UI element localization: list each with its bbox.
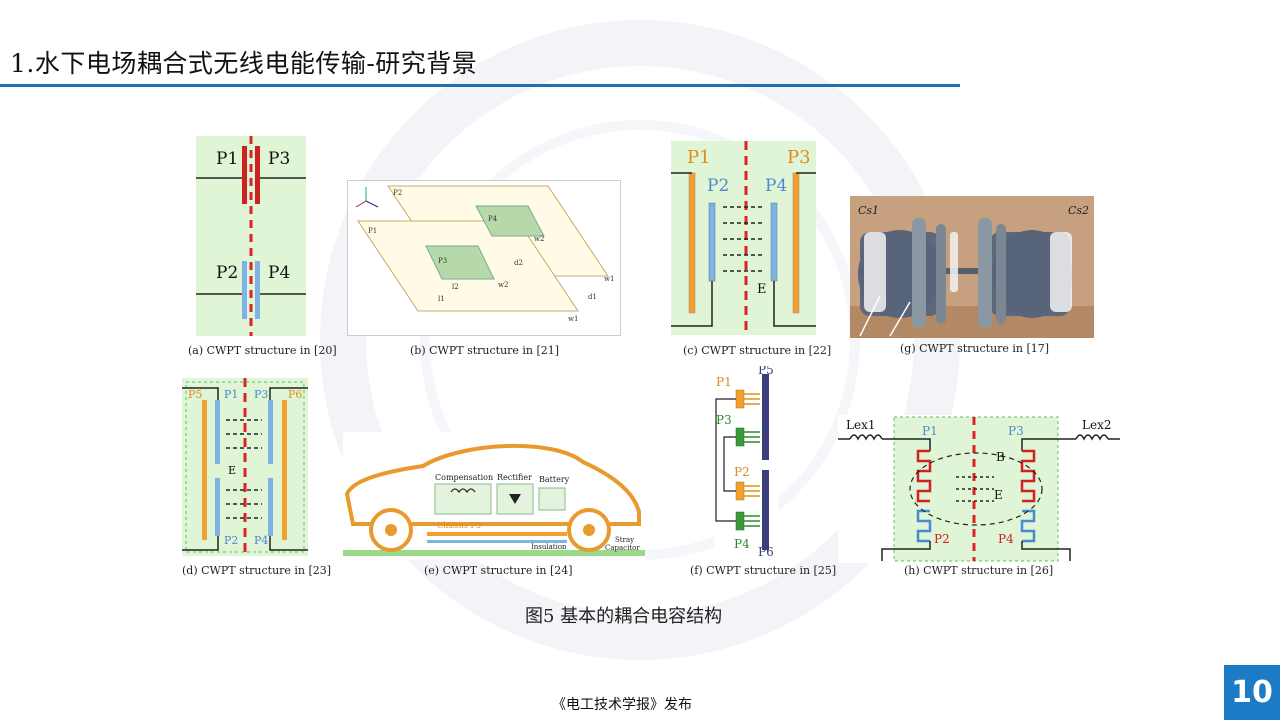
label-h-p3: P3 xyxy=(1008,424,1024,438)
label-p4: P4 xyxy=(268,263,290,283)
label-g-cs2: Cs2 xyxy=(1068,204,1089,217)
label-e-stray: Stray xyxy=(615,536,634,544)
panel-e-figure: Compensation Rectifier Battery Chassis P… xyxy=(343,432,645,560)
page-number: 10 xyxy=(1231,675,1273,710)
caption-g: (g) CWPT structure in [17] xyxy=(900,342,1050,355)
caption-e: (e) CWPT structure in [24] xyxy=(424,564,573,577)
label-b-p4: P4 xyxy=(488,215,498,223)
caption-d: (d) CWPT structure in [23] xyxy=(182,564,332,577)
caption-h: (h) CWPT structure in [26] xyxy=(904,564,1054,577)
label-d-p1: P1 xyxy=(224,388,238,401)
label-e-capacitor: Capacitor xyxy=(605,544,640,552)
panel-g-photo: Cs1 Cs2 xyxy=(850,196,1094,338)
label-c-p2: P2 xyxy=(707,176,729,196)
label-e-insulation: Insulation xyxy=(531,543,567,551)
label-b-d2: d2 xyxy=(514,259,523,267)
panel-a-figure: P1 P3 P2 P4 xyxy=(196,136,306,336)
label-h-lex2: Lex2 xyxy=(1082,418,1111,432)
slide-title: 1.水下电场耦合式无线电能传输-研究背景 xyxy=(10,49,478,78)
label-d-p4: P4 xyxy=(254,534,268,547)
label-p2: P2 xyxy=(216,263,238,283)
label-c-p3: P3 xyxy=(787,147,811,168)
label-h-p4: P4 xyxy=(998,532,1014,546)
label-f-p6: P6 xyxy=(758,545,774,558)
label-e-chassis: Chassis P3 xyxy=(437,521,481,530)
label-d-p2: P2 xyxy=(224,534,238,547)
label-e-battery: Battery xyxy=(539,475,570,484)
label-b-w2b: w2 xyxy=(498,281,508,289)
label-e-compensation: Compensation xyxy=(435,473,493,482)
label-h-lex1: Lex1 xyxy=(846,418,875,432)
label-b-w2: w2 xyxy=(534,235,544,243)
label-c-p1: P1 xyxy=(687,147,711,168)
label-b-l2: l2 xyxy=(452,283,459,291)
label-b-l1: l1 xyxy=(438,295,445,303)
label-d-p5: P5 xyxy=(188,388,202,401)
label-f-p2: P2 xyxy=(734,465,750,479)
caption-b: (b) CWPT structure in [21] xyxy=(410,344,560,357)
footer-source: 《电工技术学报》发布 xyxy=(552,697,692,713)
panel-b-figure: P2 P4 P1 P3 w2 d2 w1 d1 w1 l2 l1 w2 xyxy=(347,180,621,336)
label-b-p2: P2 xyxy=(393,189,402,197)
label-h-p1: P1 xyxy=(922,424,938,438)
label-p1: P1 xyxy=(216,149,238,169)
label-d-p6: P6 xyxy=(288,388,302,401)
panel-d-figure: P5 P1 P3 P6 E P2 P4 xyxy=(182,378,308,556)
label-b-p3: P3 xyxy=(438,257,447,265)
panel-h-figure: Lex1 Lex2 P1 P3 B E P2 P4 xyxy=(838,415,1120,563)
label-b-d1: d1 xyxy=(588,293,597,301)
label-f-p4: P4 xyxy=(734,537,750,551)
page-number-badge: 10 xyxy=(1224,665,1280,720)
figure-caption: 图5 基本的耦合电容结构 xyxy=(525,606,723,627)
label-p3: P3 xyxy=(268,149,290,169)
label-h-b: B xyxy=(996,450,1005,464)
label-f-p3: P3 xyxy=(716,413,732,427)
label-h-e: E xyxy=(994,488,1003,502)
caption-a: (a) CWPT structure in [20] xyxy=(188,344,337,357)
label-g-cs1: Cs1 xyxy=(858,204,879,217)
label-e-rectifier: Rectifier xyxy=(497,473,532,482)
label-c-e: E xyxy=(757,282,767,297)
label-f-p1: P1 xyxy=(716,375,732,389)
panel-f-figure: P1 P5 P3 P2 P4 P6 xyxy=(714,366,778,558)
caption-f: (f) CWPT structure in [25] xyxy=(690,564,837,577)
label-c-p4: P4 xyxy=(765,176,787,196)
title-underline xyxy=(0,84,960,87)
label-b-w1b: w1 xyxy=(568,315,578,323)
caption-c: (c) CWPT structure in [22] xyxy=(683,344,832,357)
label-d-p3: P3 xyxy=(254,388,268,401)
label-d-e: E xyxy=(228,464,236,477)
label-f-p5: P5 xyxy=(758,366,774,377)
panel-c-figure: P1 P3 P2 P4 E xyxy=(671,141,816,335)
label-h-p2: P2 xyxy=(934,532,950,546)
label-b-p1: P1 xyxy=(368,227,377,235)
label-b-w1: w1 xyxy=(604,275,614,283)
